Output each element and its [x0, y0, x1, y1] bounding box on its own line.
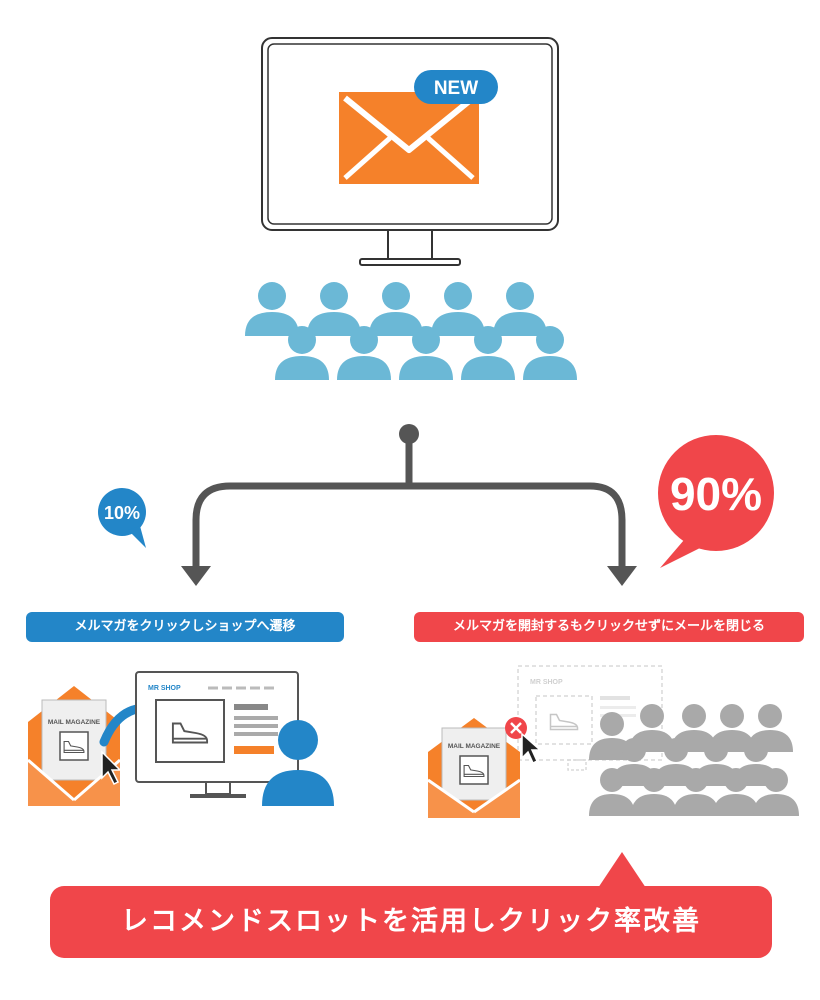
person-icon — [431, 282, 485, 336]
cursor-icon — [521, 732, 542, 765]
person-icon — [369, 282, 423, 336]
arrow-down-icon — [607, 566, 637, 586]
person-icon — [307, 282, 361, 336]
label-click-to-shop: メルマガをクリックしショップへ遷移 — [26, 612, 344, 642]
person-icon — [493, 282, 547, 336]
arrow-down-icon — [181, 566, 211, 586]
svg-text:MR SHOP: MR SHOP — [148, 685, 181, 692]
svg-text:MR SHOP: MR SHOP — [530, 679, 563, 686]
shop-monitor: MR SHOP — [135, 671, 299, 798]
branch-arrows — [181, 424, 637, 586]
percent-bubble-left: 10% — [98, 488, 146, 548]
new-badge: NEW — [414, 70, 498, 104]
label-close-without-click: メルマガを開封するもクリックせずにメールを閉じる — [414, 612, 804, 642]
left-illustration: MAIL MAGAZINE MR SHOP — [27, 671, 334, 806]
banner-pointer — [598, 852, 646, 888]
svg-text:MAIL MAGAZINE: MAIL MAGAZINE — [48, 719, 101, 726]
gray-crowd — [589, 704, 799, 816]
svg-text:MAIL MAGAZINE: MAIL MAGAZINE — [448, 743, 501, 750]
svg-text:90%: 90% — [670, 468, 762, 520]
cursor-icon — [101, 750, 122, 786]
right-illustration: MR SHOP MAIL MAGAZINE — [427, 665, 799, 818]
svg-text:10%: 10% — [104, 503, 140, 523]
audience-group — [245, 282, 577, 380]
percent-bubble-right: 90% — [658, 435, 774, 568]
improvement-banner: レコメンドスロットを活用しクリック率改善 — [50, 886, 772, 958]
person-icon — [262, 720, 334, 806]
envelope-icon — [339, 92, 479, 184]
person-icon — [245, 282, 299, 336]
svg-text:NEW: NEW — [434, 78, 478, 99]
mail-magazine-envelope: MAIL MAGAZINE — [427, 718, 521, 818]
mail-magazine-envelope: MAIL MAGAZINE — [27, 686, 121, 806]
